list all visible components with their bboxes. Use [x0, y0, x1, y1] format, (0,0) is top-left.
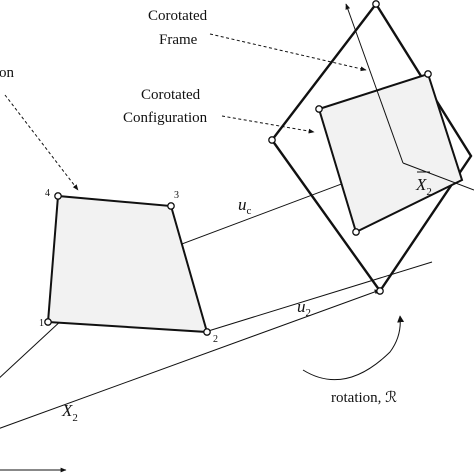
node-3	[167, 202, 175, 210]
node-4	[54, 192, 62, 200]
original-element	[46, 194, 209, 334]
label-corotated-configuration-line1: Corotated	[141, 87, 201, 103]
frame-axis-vertical	[345, 3, 404, 164]
config-node-b	[424, 70, 432, 78]
node-2	[203, 328, 211, 336]
label-rotation: rotation, ℛ	[331, 390, 397, 406]
leader-configuration	[221, 115, 315, 134]
label-corotated-configuration-line2: Configuration	[123, 110, 208, 126]
label-node-4: 4	[45, 188, 50, 199]
label-partial-left: on	[0, 65, 15, 81]
vector-u2-line	[204, 261, 433, 333]
node-1	[44, 318, 52, 326]
label-corotated-frame-line2: Frame	[159, 32, 198, 48]
label-x2-bar: X2	[415, 175, 432, 198]
config-node-a	[315, 105, 323, 113]
leader-left	[4, 94, 79, 191]
vector-x2-line	[0, 289, 381, 429]
frame-node-left	[268, 136, 276, 144]
label-corotated-frame-line1: Corotated	[148, 8, 208, 24]
label-uc: uc	[238, 195, 252, 217]
frame-node-top	[372, 0, 380, 8]
leader-frame	[209, 33, 367, 72]
corotated-configuration	[317, 72, 464, 234]
config-node-c	[352, 228, 360, 236]
label-u2: u2	[297, 297, 311, 319]
label-x2: X2	[61, 401, 78, 424]
label-node-3: 3	[174, 190, 179, 201]
rotation-arc	[302, 315, 405, 381]
frame-axis-horizontal	[402, 162, 474, 191]
frame-node-bottom	[376, 287, 384, 295]
label-node-1: 1	[39, 318, 44, 329]
label-node-2: 2	[213, 334, 218, 345]
